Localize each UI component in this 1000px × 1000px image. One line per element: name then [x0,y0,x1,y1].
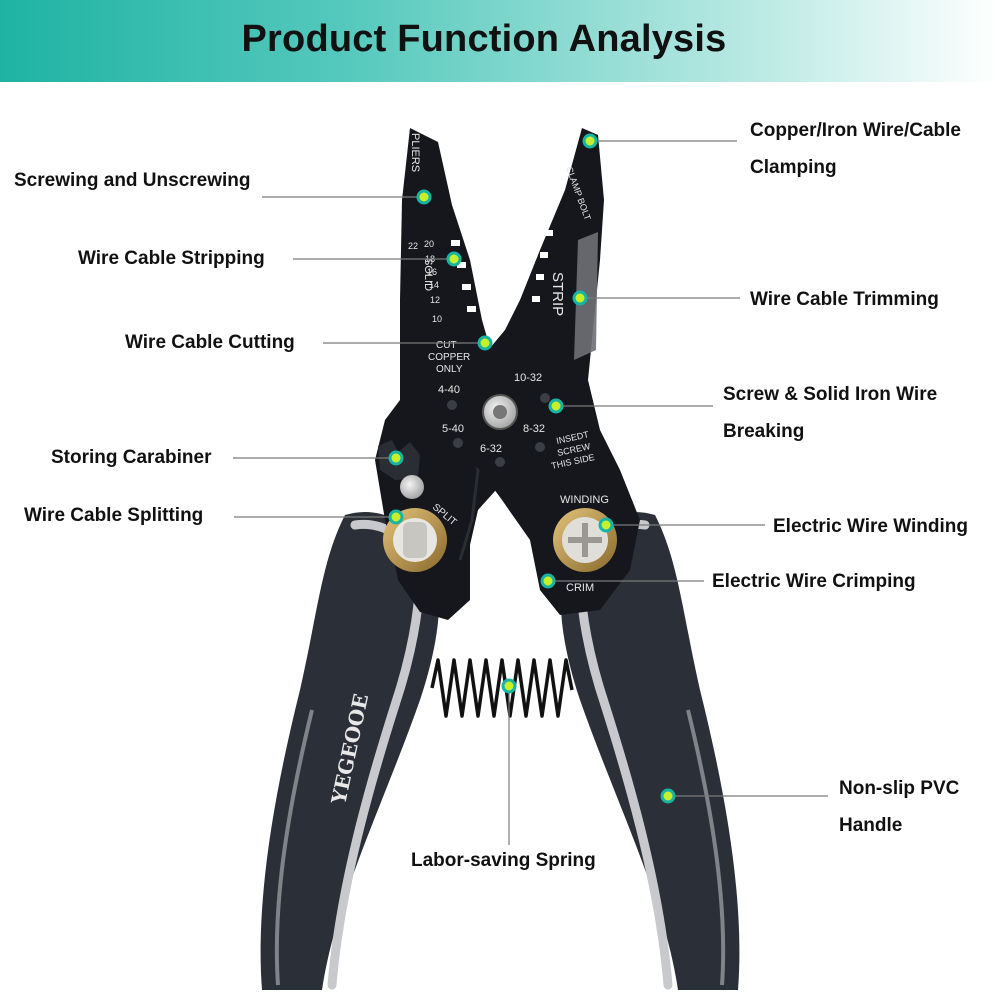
split-barrel [383,508,447,572]
spring [430,658,574,718]
screw-size-4-40: 4-40 [438,384,460,396]
dot-screw-breaking [548,398,564,414]
gauge-22: 22 [408,241,418,251]
screw-size-5-40: 5-40 [442,423,464,435]
label-screw-breaking: Screw & Solid Iron Wire Breaking [723,384,938,442]
callout-lines [233,140,828,845]
dot-crimping [540,573,556,589]
header-banner: Product Function Analysis [0,0,1000,82]
screw-holes [447,393,550,467]
stripping-teeth [451,230,553,312]
crimp-marking: CRIM [566,582,594,594]
label-stripping: Wire Cable Stripping [78,248,265,269]
gauge-12: 12 [430,295,440,305]
screw-size-6-32: 6-32 [480,443,502,455]
cut-marking-2: COPPER [428,352,470,363]
gauge-10: 10 [432,314,442,324]
dot-screwing [416,189,432,205]
strip-marking: STRIP [549,272,566,316]
wire-stripper-illustration: PLIERS CLAMP BOLT STRIP SOLID 22 20 18 1… [233,128,828,990]
label-splitting: Wire Cable Splitting [24,505,204,526]
label-cutting: Wire Cable Cutting [125,332,295,353]
gauge-14: 14 [429,280,439,290]
dot-stripping [446,251,462,267]
screw-size-10-32: 10-32 [514,372,542,384]
cut-marking-1: CUT [436,340,457,351]
winding-hub [553,508,617,572]
pivot-bolt-socket [493,405,507,419]
cut-marking-3: ONLY [436,364,463,375]
label-crimping: Electric Wire Crimping [712,571,916,592]
solid-marking: SOLID [422,258,434,291]
dot-trimming [572,290,588,306]
label-trimming: Wire Cable Trimming [750,289,939,310]
pliers-marking: PLIERS [409,133,421,172]
dot-carabiner [388,450,404,466]
gauge-16: 16 [427,267,437,277]
callout-dots [388,133,676,804]
gauge-20: 20 [424,239,434,249]
carabiner-pin [400,475,424,499]
label-handle: Non-slip PVC Handle [839,778,960,836]
dot-cutting [477,335,493,351]
label-carabiner: Storing Carabiner [51,447,212,468]
screw-size-8-32: 8-32 [523,423,545,435]
dot-splitting [388,509,404,525]
winding-marking: WINDING [560,494,609,506]
dot-copper-clamp [582,133,598,149]
label-winding: Electric Wire Winding [773,516,968,537]
page-title: Product Function Analysis [241,18,727,60]
dot-winding [598,517,614,533]
label-copper-clamp: Copper/Iron Wire/Cable Clamping [750,120,961,178]
label-screwing: Screwing and Unscrewing [14,170,251,191]
dot-handle [660,788,676,804]
label-spring: Labor-saving Spring [411,850,596,871]
dot-spring [501,678,517,694]
